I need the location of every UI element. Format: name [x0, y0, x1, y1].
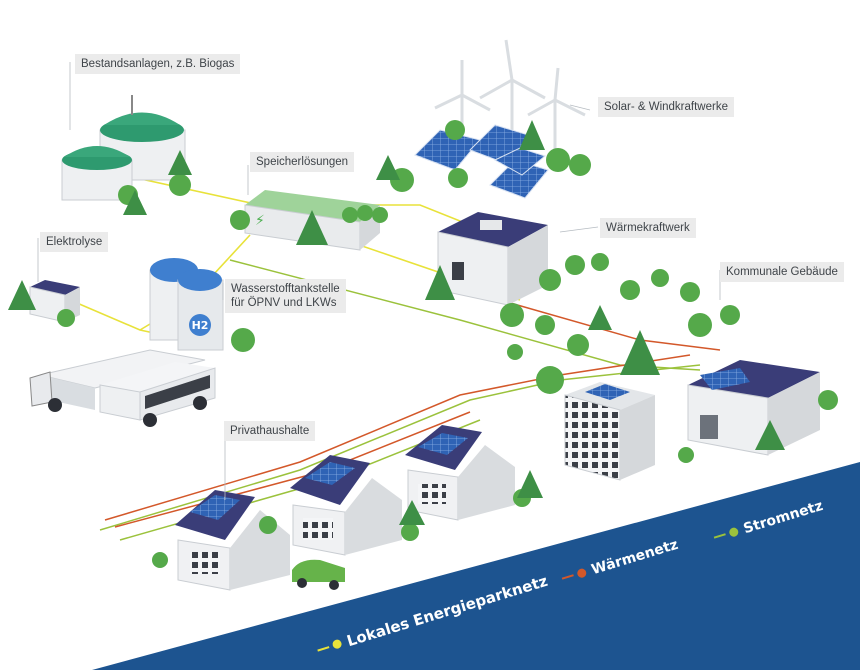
label-h2-station: Wasserstofftankstelle für ÖPNV und LKWs — [225, 279, 346, 313]
local-grid-swatch — [331, 638, 343, 650]
h2-symbol: H2 — [192, 319, 209, 332]
svg-text:⚡: ⚡ — [255, 213, 265, 229]
solar-farm — [414, 124, 549, 199]
label-households: Privathaushalte — [224, 421, 316, 441]
hall-building — [687, 360, 820, 456]
wind-turbines — [434, 39, 586, 150]
power-grid-swatch — [728, 526, 740, 538]
label-municipal: Kommunale Gebäude — [720, 262, 844, 282]
house-2 — [290, 455, 402, 556]
house-3 — [405, 425, 515, 521]
office-building — [564, 382, 655, 481]
legend-band — [92, 462, 860, 670]
trees — [8, 120, 838, 568]
label-storage: Speicherlösungen — [250, 152, 355, 172]
bus — [99, 362, 216, 427]
label-electrolysis: Elektrolyse — [40, 232, 109, 252]
label-wind-solar: Solar- & Windkraftwerke — [598, 97, 734, 117]
local-grid-swatch-line — [317, 645, 330, 652]
truck — [29, 349, 206, 412]
hydrogen-tanks: H2 — [149, 258, 224, 351]
chp-building — [437, 212, 548, 306]
label-h2-station-line2: für ÖPNV und LKWs — [231, 297, 337, 309]
electric-car — [292, 559, 345, 590]
heat-grid-swatch — [576, 567, 588, 579]
label-biogas: Bestandsanlagen, z.B. Biogas — [75, 54, 241, 74]
power-grid-swatch-line — [713, 533, 726, 539]
house-1 — [175, 490, 290, 591]
label-h2-station-line1: Wasserstofftankstelle — [231, 283, 340, 295]
label-chp: Wärmekraftwerk — [600, 218, 696, 238]
heat-grid-swatch-line — [561, 574, 574, 580]
